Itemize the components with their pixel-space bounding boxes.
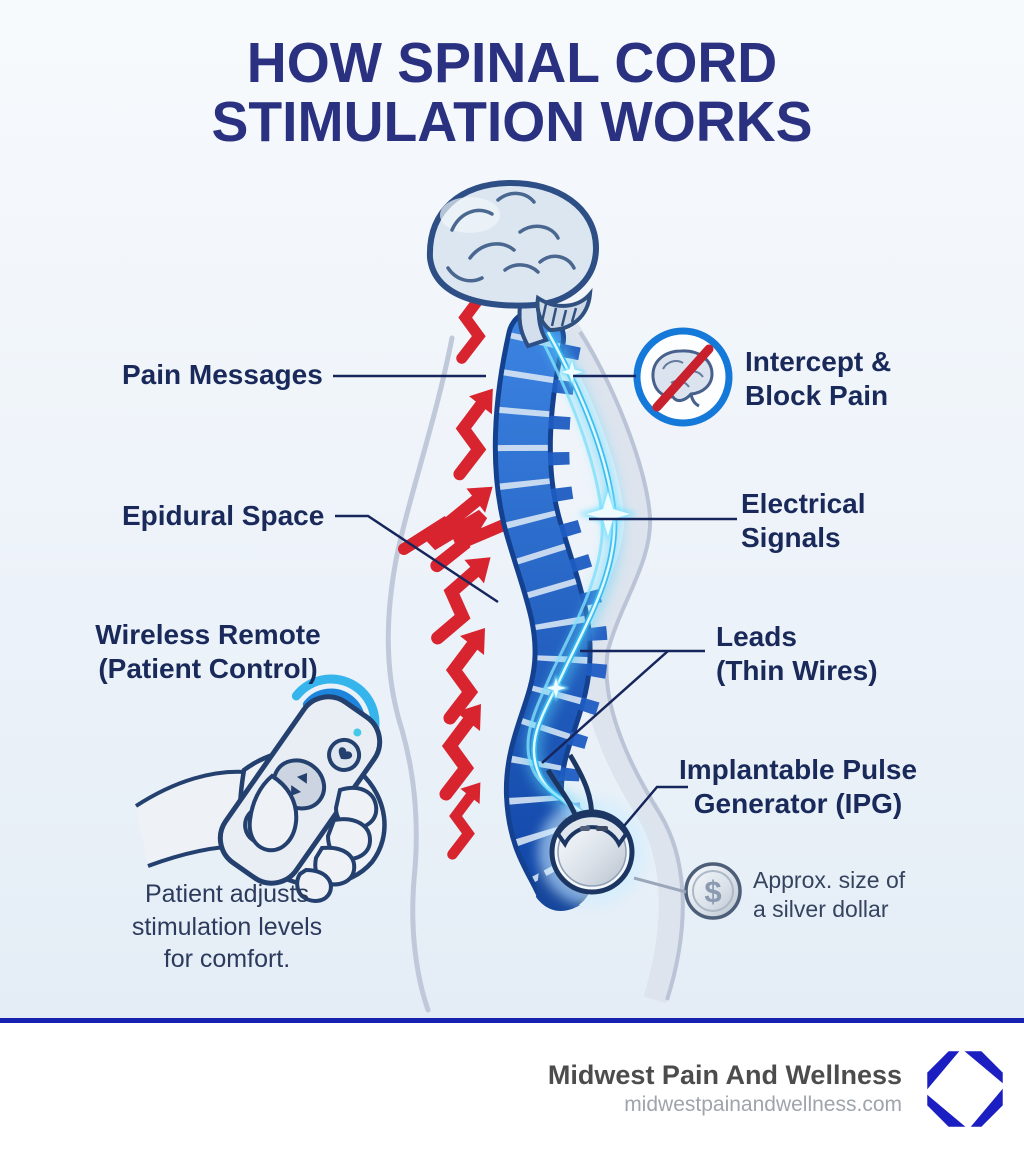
brand-website: midwestpainandwellness.com: [624, 1092, 902, 1116]
label-ipg: Implantable Pulse Generator (IPG): [678, 754, 918, 819]
page-title: HOW SPINAL CORD STIMULATION WORKS: [15, 31, 1008, 155]
no-pain-icon: [633, 327, 733, 427]
connector-coin: [633, 876, 687, 894]
remote-led: [353, 728, 362, 737]
label-wireless-remote: Wireless Remote (Patient Control): [95, 619, 321, 684]
cerebellum: [535, 287, 593, 333]
brain-illustration: [426, 179, 600, 349]
footer-text-block: Midwest Pain And Wellness midwestpainand…: [548, 1059, 902, 1118]
connector-leads-2: [541, 650, 669, 764]
ipg-device-illustration: [538, 753, 646, 906]
connector-lines: [333, 374, 737, 827]
label-epidural-space: Epidural Space: [122, 500, 325, 531]
title-line-1: HOW SPINAL CORD: [246, 31, 778, 95]
label-leads-thin-wires: Leads (Thin Wires): [716, 621, 878, 686]
infographic-background: $ HOW SPINAL CORD STIMULATION WORKS Pain…: [0, 0, 1024, 1022]
title-line-2: STIMULATION WORKS: [211, 90, 813, 155]
dollar-sign: $: [704, 874, 721, 909]
silver-dollar-icon: $: [684, 862, 742, 920]
brand-logo-icon: [924, 1048, 1006, 1129]
label-electrical-signals: Electrical Signals: [741, 488, 866, 553]
connector-ipg: [623, 785, 688, 827]
footer-divider: [0, 1018, 1024, 1023]
caption-coin-size: Approx. size of a silver dollar: [753, 867, 906, 922]
lead-wire-glow: [525, 328, 638, 823]
connector-epidural: [335, 514, 499, 604]
medical-illustration: $: [134, 179, 742, 1013]
caption-patient-adjusts: Patient adjusts stimulation levels for c…: [131, 880, 323, 973]
brand-name: Midwest Pain And Wellness: [547, 1060, 902, 1091]
label-pain-messages: Pain Messages: [122, 359, 323, 390]
footer: Midwest Pain And Wellness midwestpainand…: [0, 1023, 1024, 1154]
label-intercept-block-pain: Intercept & Block Pain: [745, 346, 892, 411]
hand-remote-illustration: [134, 694, 387, 903]
